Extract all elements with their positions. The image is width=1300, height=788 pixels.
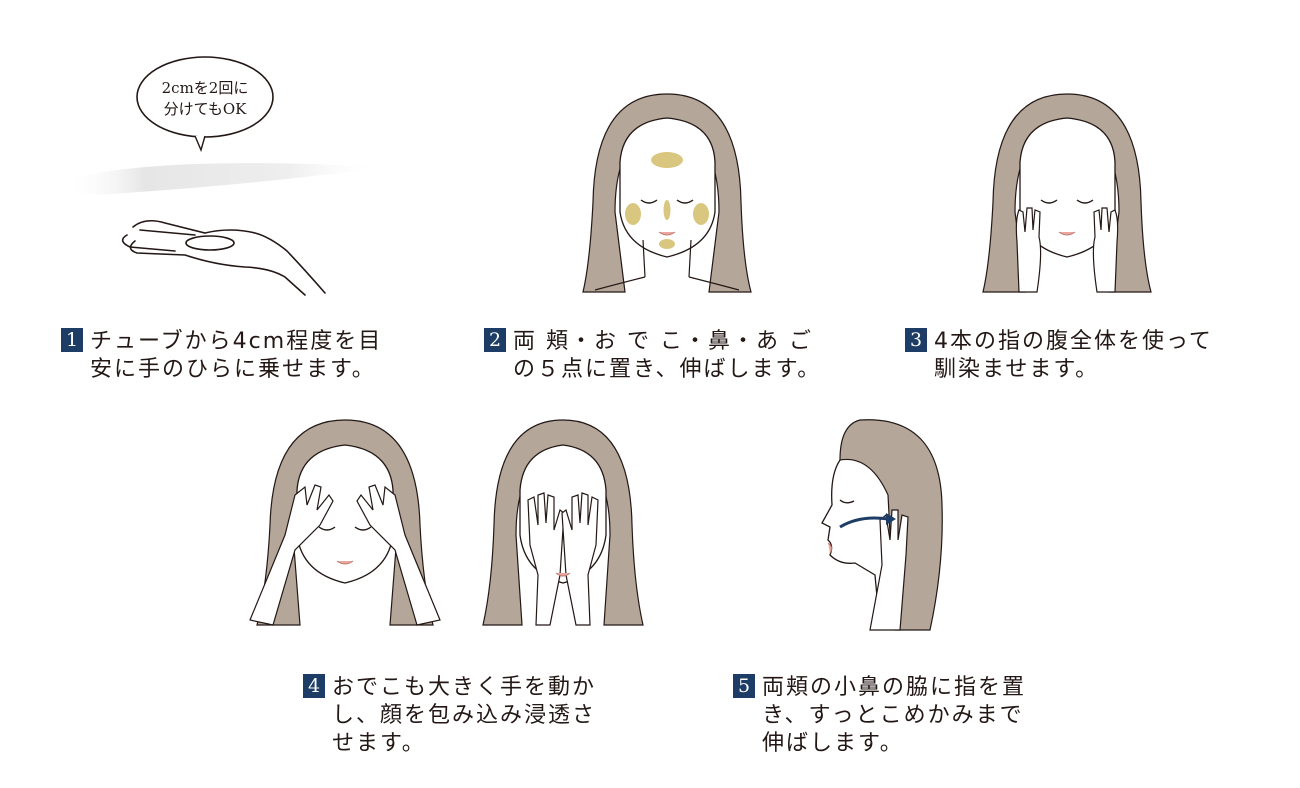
- step3-illustration: [982, 93, 1152, 293]
- bubble-line2: 分けてもOK: [164, 100, 248, 118]
- step-5-line3: 伸ばします。: [762, 731, 904, 756]
- step-1-line2: 安に手のひらに乗せます。: [90, 357, 376, 382]
- step-5-text: 5 両頬の小鼻の脇に指を置 き、すっとこめかみまで 伸ばします。: [733, 674, 1026, 758]
- step-1-line1: チューブから4cm程度を目: [90, 329, 383, 354]
- step-badge-5: 5: [733, 674, 755, 698]
- step-5-line1: 両頬の小鼻の脇に指を置: [762, 675, 1027, 700]
- step-3-line1: 4本の指の腹全体を使って: [934, 329, 1213, 354]
- bubble-line1: 2cmを2回に: [162, 79, 249, 97]
- step-4-line2: し、顔を包み込み浸透さ: [332, 703, 597, 728]
- face-shape: [619, 117, 716, 258]
- step1-illustration: 2cmを2回に 分けてもOK: [64, 56, 385, 296]
- step-4-line1: おでこも大きく手を動か: [332, 675, 597, 700]
- step-1-text: 1 チューブから4cm程度を目 安に手のひらに乗せます。: [61, 328, 382, 384]
- step5-illustration: [821, 419, 943, 631]
- palm-hand-icon: [121, 219, 326, 296]
- arrow-icon: [839, 516, 889, 529]
- step-badge-3: 3: [905, 328, 927, 352]
- step-badge-2: 2: [484, 328, 506, 352]
- step-2-line2: の５点に置き、伸ばします。: [513, 357, 822, 382]
- step2-illustration: [582, 93, 752, 293]
- speech-bubble: 2cmを2回に 分けてもOK: [136, 56, 274, 153]
- step4a-illustration: [249, 419, 441, 626]
- step-4-line3: せます。: [332, 731, 426, 756]
- step-3-text: 3 4本の指の腹全体を使って 馴染ませます。: [905, 328, 1213, 384]
- step-4-text: 4 おでこも大きく手を動か し、顔を包み込み浸透さ せます。: [303, 674, 596, 758]
- hands-icon: [1015, 207, 1119, 293]
- step-5-line2: き、すっとこめかみまで: [762, 703, 1024, 728]
- step-3-line2: 馴染ませます。: [934, 357, 1100, 382]
- step-2-text: 2 両 頬・お で こ・鼻・あ ご の５点に置き、伸ばします。: [484, 328, 821, 384]
- step-2-line1: 両 頬・お で こ・鼻・あ ご: [513, 329, 813, 354]
- step-badge-4: 4: [303, 674, 325, 698]
- cream-streak: [64, 163, 385, 195]
- dot-markers: [625, 152, 709, 249]
- step-badge-1: 1: [61, 328, 83, 352]
- step4b-illustration: [482, 419, 644, 626]
